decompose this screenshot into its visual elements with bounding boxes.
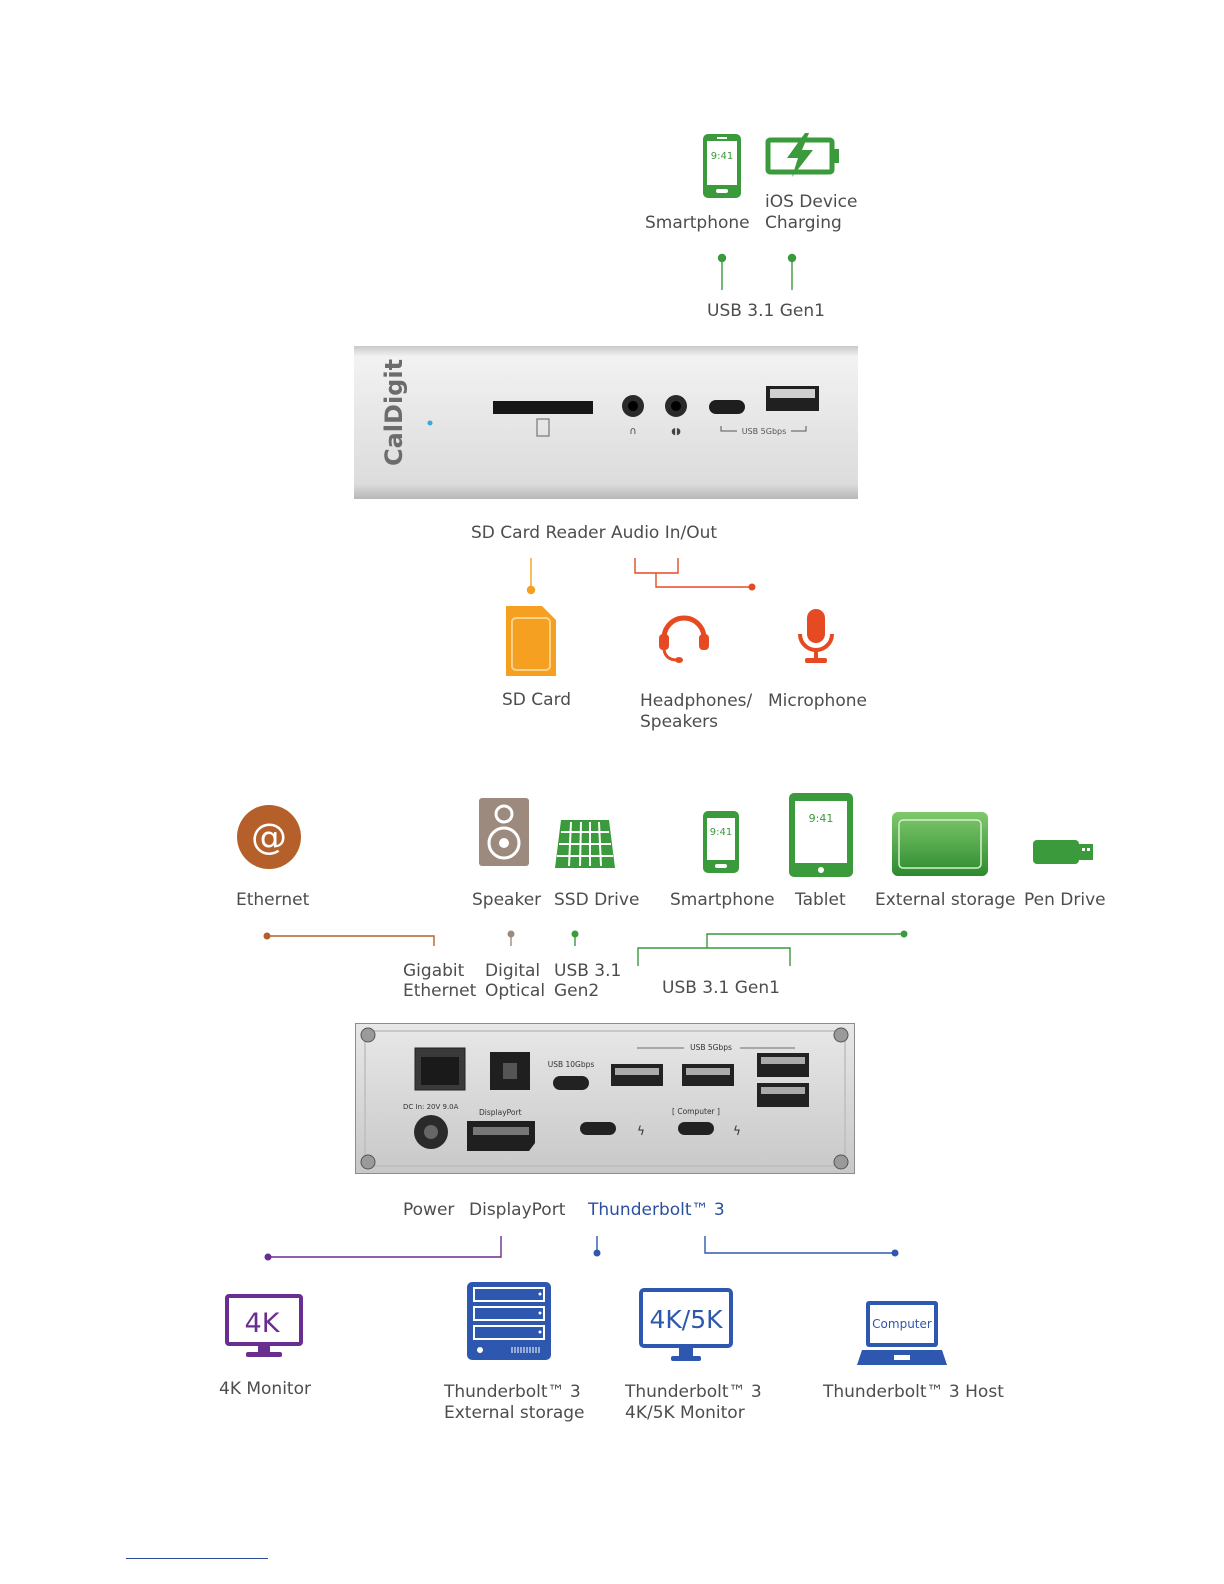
svg-text:◖◗: ◖◗ (671, 427, 681, 437)
sd-card-label: SD Card (502, 690, 572, 710)
tb3-storage-label-line1: Thunderbolt™ 3 (444, 1382, 581, 1402)
svg-text:[ Computer ]: [ Computer ] (672, 1107, 720, 1116)
external-storage-label: External storage (875, 890, 1016, 910)
external-storage-icon (892, 812, 988, 876)
headphones-label-line2: Speakers (640, 712, 719, 732)
pen-drive-icon (1033, 840, 1093, 864)
power-port-label: Power (403, 1200, 455, 1220)
ethernet-at-icon: @ (237, 805, 301, 869)
footer-divider (126, 1558, 268, 1559)
svg-text:∩: ∩ (629, 426, 636, 437)
laptop-computer-icon: Computer (857, 1301, 947, 1365)
microphone-label: Microphone (768, 691, 867, 711)
svg-text:9:41: 9:41 (710, 827, 732, 838)
dock-rear-panel: USB 10Gbps USB 5Gbps DC In: 20V 9.0A Dis… (355, 1023, 855, 1174)
svg-text:USB 5Gbps: USB 5Gbps (742, 427, 787, 436)
svg-text:9:41: 9:41 (711, 151, 733, 162)
svg-text:DisplayPort: DisplayPort (479, 1108, 522, 1117)
tb3-host-label: Thunderbolt™ 3 Host (823, 1382, 1004, 1402)
gigabit-ethernet-label-line1: Gigabit (403, 961, 465, 981)
sd-card-icon (506, 606, 556, 676)
rear-usb-gen1-label: USB 3.1 Gen1 (662, 978, 780, 998)
4k5k-monitor-icon: 4K/5K (639, 1288, 733, 1361)
ssd-drive-label: SSD Drive (554, 890, 640, 910)
svg-text:ϟ: ϟ (733, 1124, 741, 1138)
usb31-gen2-label-line1: USB 3.1 (554, 961, 622, 981)
svg-text:USB 10Gbps: USB 10Gbps (548, 1060, 595, 1069)
svg-text:Computer: Computer (872, 1317, 932, 1331)
smartphone-icon: 9:41 (703, 134, 741, 198)
tb3-external-storage-icon (467, 1282, 551, 1360)
pen-drive-label: Pen Drive (1024, 890, 1106, 910)
speaker-icon (479, 798, 529, 866)
displayport-label: DisplayPort (469, 1200, 566, 1220)
tablet-label: Tablet (795, 890, 846, 910)
digital-optical-label-line2: Optical (485, 981, 546, 1001)
headset-icon (659, 615, 709, 663)
dock-front-panel: CalDigit ∩ ◖◗ USB 5Gbps (354, 346, 858, 499)
speaker-label: Speaker (472, 890, 542, 910)
svg-text:ϟ: ϟ (637, 1124, 645, 1138)
svg-text:@: @ (251, 817, 287, 858)
svg-text:USB 5Gbps: USB 5Gbps (690, 1043, 732, 1052)
tb3-monitor-label-line1: Thunderbolt™ 3 (625, 1382, 762, 1402)
ios-charging-label-line1: iOS Device (765, 192, 858, 212)
microphone-icon (798, 609, 834, 663)
svg-text:9:41: 9:41 (809, 812, 834, 825)
tb3-storage-label-line2: External storage (444, 1403, 585, 1423)
thunderbolt3-label: Thunderbolt™ 3 (588, 1200, 725, 1220)
ethernet-label: Ethernet (236, 890, 310, 910)
svg-text:DC In: 20V 9.0A: DC In: 20V 9.0A (403, 1103, 459, 1111)
tb3-monitor-label-line2: 4K/5K Monitor (625, 1403, 745, 1423)
front-usb-gen1-label: USB 3.1 Gen1 (707, 301, 825, 321)
ssd-drive-icon (555, 820, 615, 868)
digital-optical-label-line1: Digital (485, 961, 541, 981)
battery-charging-icon (765, 133, 839, 177)
svg-text:4K/5K: 4K/5K (649, 1305, 723, 1334)
usb31-gen2-label-line2: Gen2 (554, 981, 600, 1001)
4k-monitor-label: 4K Monitor (219, 1379, 311, 1399)
ios-charging-label-line2: Charging (765, 213, 842, 233)
tablet-icon: 9:41 (789, 793, 853, 877)
gigabit-ethernet-label-line2: Ethernet (403, 981, 477, 1001)
headphones-label-line1: Headphones/ (640, 691, 753, 711)
svg-text:4K: 4K (245, 1308, 281, 1339)
4k-monitor-icon: 4K (225, 1294, 303, 1357)
smartphone-icon: 9:41 (703, 811, 739, 873)
smartphone-label: Smartphone (670, 890, 775, 910)
svg-text:CalDigit: CalDigit (380, 359, 408, 466)
sd-card-reader-label: SD Card Reader (471, 523, 606, 543)
smartphone-label: Smartphone (645, 213, 750, 233)
audio-in-out-label: Audio In/Out (611, 523, 718, 543)
